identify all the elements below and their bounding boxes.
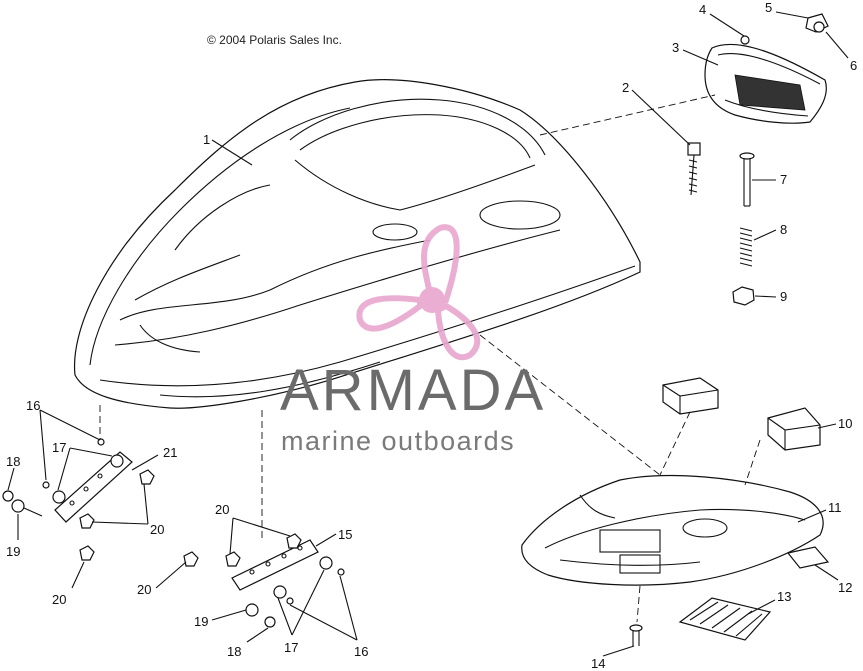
callout-13: 13 xyxy=(777,589,791,604)
callout-5: 5 xyxy=(765,0,772,15)
callout-3: 3 xyxy=(672,40,679,55)
callout-15: 15 xyxy=(338,527,352,542)
callout-10: 10 xyxy=(838,416,852,431)
watermark-tagline: marine outboards xyxy=(281,426,515,456)
callout-1: 1 xyxy=(203,132,210,147)
callout-16-left: 16 xyxy=(26,398,40,413)
watermark-brand: ARMADA xyxy=(280,358,546,423)
callout-20-middle: 20 xyxy=(137,582,151,597)
assembly-lines xyxy=(99,94,761,623)
callout-20-bottom-left: 20 xyxy=(52,592,66,607)
callout-4: 4 xyxy=(699,2,706,17)
hardware-left xyxy=(2,438,155,561)
callout-8: 8 xyxy=(780,222,787,237)
callout-12: 12 xyxy=(838,580,852,595)
armada-watermark: ARMADA marine outboards xyxy=(280,224,546,456)
windshield-part xyxy=(704,43,827,124)
propeller-logo xyxy=(356,224,481,361)
hood-part xyxy=(73,79,641,409)
callout-16-right: 16 xyxy=(354,644,368,659)
foam-block-part-10-a xyxy=(662,377,719,415)
bolt-part-2 xyxy=(687,142,701,196)
rivet-part-14 xyxy=(629,624,643,646)
bracket-part-15 xyxy=(231,539,319,591)
callout-11: 11 xyxy=(828,500,842,515)
callout-labels: 1 2 3 4 5 6 7 8 9 10 11 12 13 14 15 16 1… xyxy=(6,0,857,671)
screw-part-4 xyxy=(740,35,750,45)
callout-19-right: 19 xyxy=(194,614,208,629)
nut-part-9 xyxy=(732,286,755,306)
label-part-12 xyxy=(786,546,830,569)
callout-20-bracket-right: 20 xyxy=(215,502,229,517)
callout-17-left: 17 xyxy=(52,440,66,455)
bolt-part-7 xyxy=(739,152,755,207)
copyright-text: © 2004 Polaris Sales Inc. xyxy=(207,33,342,47)
callout-18-left: 18 xyxy=(6,454,20,469)
callout-21: 21 xyxy=(163,445,177,460)
grille-part-13 xyxy=(678,597,772,641)
callout-14: 14 xyxy=(591,656,605,671)
leader-lines xyxy=(7,11,849,657)
callout-9: 9 xyxy=(780,289,787,304)
belly-pan-part xyxy=(521,474,824,586)
spring-part-8 xyxy=(739,227,753,267)
callout-6: 6 xyxy=(850,58,857,73)
callout-2: 2 xyxy=(622,80,629,95)
callout-19-left: 19 xyxy=(6,544,20,559)
callout-18-right: 18 xyxy=(227,644,241,659)
foam-block-part-10-b xyxy=(767,407,821,451)
callout-17-right: 17 xyxy=(284,640,298,655)
callout-20-bracket-left: 20 xyxy=(150,522,164,537)
callout-7: 7 xyxy=(780,172,787,187)
well-nut-part-6 xyxy=(813,21,825,33)
